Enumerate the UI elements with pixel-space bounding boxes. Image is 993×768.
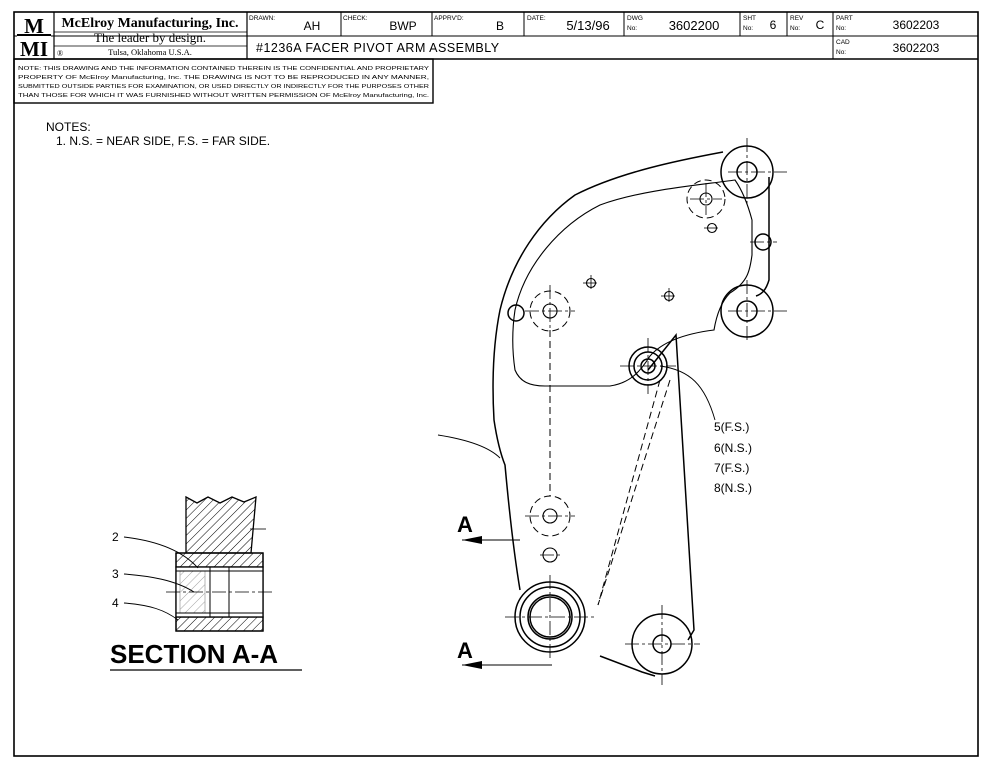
notice-line-3: SUBMITTED OUTSIDE PARTIES FOR EXAMINATIO… [18, 84, 429, 90]
sheet-label-no: No: [743, 25, 753, 32]
callout-leaders [437, 365, 716, 459]
svg-text:M: M [24, 14, 44, 38]
check-value: BWP [389, 19, 416, 33]
cad-label: CAD [836, 39, 850, 46]
callout-6: 6(N.S.) [714, 441, 752, 455]
notice-line-4: THAN THOSE FOR WHICH IT WAS FURNISHED WI… [18, 93, 430, 99]
drawing-title: #1236A FACER PIVOT ARM ASSEMBLY [256, 41, 500, 55]
registered-mark: ® [57, 49, 63, 58]
date-label: DATE: [527, 15, 546, 22]
sheet-label: SHT [743, 15, 756, 22]
section-title: SECTION A-A [110, 639, 278, 669]
callouts-5-8: 5(F.S.) 6(N.S.) 7(F.S.) 8(N.S.) [714, 420, 752, 495]
callout-8: 8(N.S.) [714, 481, 752, 495]
pivot-arm-outline [492, 151, 724, 591]
hidden-lines [529, 179, 726, 606]
rev-number: C [816, 18, 825, 32]
apprvd-value: B [496, 19, 504, 33]
pivot-arm-pocket [512, 179, 753, 387]
callout-5: 5(F.S.) [714, 420, 749, 434]
callout-3: 3 [112, 567, 119, 581]
center-lines [505, 138, 787, 685]
company-name: McElroy Manufacturing, Inc. [61, 16, 238, 31]
drawn-value: AH [304, 19, 321, 33]
notes-line-1: 1. N.S. = NEAR SIDE, F.S. = FAR SIDE. [56, 134, 270, 148]
dwg-label-no: No: [627, 25, 637, 32]
drawn-label: DRAWN: [249, 15, 275, 22]
svg-text:MI: MI [20, 37, 48, 61]
dwg-number: 3602200 [669, 18, 720, 33]
section-marker-upper: A [457, 512, 473, 537]
apprvd-label: APPRV'D: [434, 15, 464, 22]
section-callout-leaders [123, 536, 199, 621]
section-markers: A A [457, 512, 552, 669]
section-marker-lower: A [457, 638, 473, 663]
callout-4: 4 [112, 596, 119, 610]
notes-heading: NOTES: [46, 120, 91, 134]
rev-label: REV [790, 15, 804, 22]
part-label: PART [836, 15, 853, 22]
cad-label-no: No: [836, 49, 846, 56]
callout-7: 7(F.S.) [714, 461, 749, 475]
part-number: 3602203 [893, 18, 940, 32]
company-logo: M MI [17, 14, 51, 61]
sheet-border [13, 11, 979, 757]
callout-2: 2 [112, 530, 119, 544]
company-address: Tulsa, Oklahoma U.S.A. [108, 47, 192, 57]
rev-label-no: No: [790, 25, 800, 32]
check-label: CHECK: [343, 15, 368, 22]
pivot-arm-view [492, 145, 774, 677]
date-value: 5/13/96 [566, 18, 609, 33]
notice-line-2: PROPERTY OF McElroy Manufacturing, Inc. … [18, 75, 430, 81]
title-block: M MI McElroy Manufacturing, Inc. The lea… [14, 12, 978, 61]
confidential-notice: NOTE: THIS DRAWING AND THE INFORMATION C… [13, 58, 434, 104]
dwg-label: DWG [627, 15, 643, 22]
notice-line-1: NOTE: THIS DRAWING AND THE INFORMATION C… [18, 66, 429, 72]
section-a-a-view [166, 495, 275, 632]
sheet-number: 6 [770, 18, 777, 32]
cad-number: 3602203 [893, 41, 940, 55]
section-arm-body [185, 495, 257, 554]
part-label-no: No: [836, 25, 846, 32]
company-slogan: The leader by design. [94, 30, 206, 45]
